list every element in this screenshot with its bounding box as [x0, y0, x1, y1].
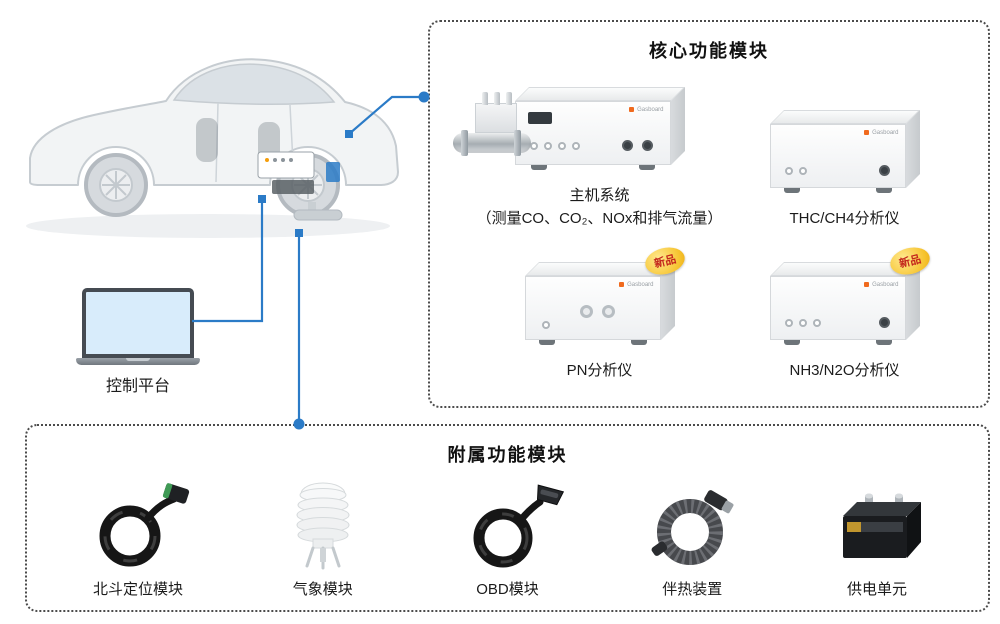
port-dot	[621, 140, 633, 151]
pn-instrument-image: 新品 Gasboard	[524, 243, 688, 348]
aux-item-weather: 气象模块	[248, 478, 398, 599]
core-item-nh3-n2o: 新品 Gasboard NH3/N2O分析仪	[709, 234, 980, 400]
instrument-label: PN分析仪	[566, 361, 633, 379]
port-dot	[557, 142, 566, 150]
aux-item-label: 伴热装置	[662, 581, 723, 598]
instrument-top-face	[769, 109, 920, 124]
port-dot	[579, 304, 593, 318]
instrument-label-block: PN分析仪	[567, 360, 633, 383]
nh3-n2o-instrument-image: 新品 Gasboard	[769, 243, 933, 348]
car-seat-front	[196, 118, 218, 162]
instrument-display	[527, 112, 552, 124]
brand-label: Gasboard	[864, 281, 899, 288]
port-dot	[529, 142, 538, 150]
laptop-screen	[82, 288, 194, 358]
obd-cable-icon	[473, 484, 564, 568]
aux-item-label: 供电单元	[846, 581, 907, 598]
instrument-foot	[875, 339, 892, 345]
instrument-label: THC/CH4分析仪	[789, 209, 900, 227]
port-dot	[878, 316, 890, 328]
instrument-side-face	[905, 109, 920, 188]
instrument-label-block: 主机系统 （测量CO、CO₂、NOx和排气流量）	[477, 185, 723, 230]
aux-item-obd: OBD模块	[433, 478, 583, 599]
port-dot	[812, 318, 821, 327]
port-dot	[798, 166, 807, 175]
port-dot	[641, 140, 653, 151]
vehicle-illustration	[26, 58, 399, 238]
instrument-foot	[538, 339, 555, 345]
instrument-label-block: NH3/N2O分析仪	[789, 360, 899, 383]
instrument-label: NH3/N2O分析仪	[789, 361, 900, 379]
core-modules-title: 核心功能模块	[649, 41, 769, 61]
car-glass	[172, 63, 336, 105]
car-body	[29, 58, 399, 186]
aux-modules-box: 附属功能模块 北斗定位模块	[25, 424, 990, 612]
instrument-front-face: Gasboard	[524, 275, 661, 340]
core-modules-grid: Gasboard	[438, 68, 980, 400]
aux-item-power: 供电单元	[802, 478, 952, 599]
port-dot	[784, 166, 793, 175]
aux-modules-row: 北斗定位模块 气象模块	[63, 478, 952, 599]
instrument-label: 主机系统	[569, 187, 630, 204]
core-item-thc-ch4: Gasboard THC/CH4分析仪	[709, 68, 980, 234]
port-dot	[798, 318, 807, 327]
instrument-front-face: Gasboard	[769, 275, 906, 340]
instrument-front-face: Gasboard	[514, 101, 671, 165]
main-system-instrument-image: Gasboard	[452, 87, 685, 173]
port-dot	[541, 320, 550, 329]
battery-icon	[843, 493, 921, 558]
sampler-tube	[505, 92, 512, 105]
laptop-base	[76, 358, 200, 365]
instrument-top-face	[514, 87, 685, 101]
control-platform-label: 控制平台	[105, 378, 170, 395]
aux-item-label: 北斗定位模块	[92, 581, 183, 598]
instrument-foot	[783, 187, 800, 193]
instrument-foot	[875, 187, 892, 193]
instrument-label-block: THC/CH4分析仪	[789, 208, 899, 231]
brand-label: Gasboard	[864, 129, 899, 136]
aux-modules-title: 附属功能模块	[447, 445, 568, 465]
instrument-front-face: Gasboard	[769, 123, 906, 188]
port-dot	[784, 318, 793, 327]
instrument-foot	[638, 165, 655, 170]
port-dot	[543, 142, 552, 150]
instrument-foot	[530, 165, 547, 170]
instrument-side-face	[670, 87, 685, 165]
instrument-sublabel: （测量CO、CO₂、NOx和排气流量）	[476, 209, 723, 227]
core-modules-box: 核心功能模块 Gasboard	[428, 20, 990, 408]
aux-item-label: OBD模块	[476, 581, 539, 598]
core-item-main-system: Gasboard	[452, 68, 735, 234]
heated-hose-icon	[651, 490, 734, 565]
weather-shield-icon	[296, 482, 350, 570]
sampling-unit	[474, 92, 517, 133]
brand-label: Gasboard	[619, 281, 654, 288]
instrument-foot	[630, 339, 647, 345]
sampler-tube	[493, 92, 500, 105]
connector-car-aux	[293, 229, 305, 430]
exhaust-flow-tube	[452, 130, 531, 156]
aux-item-label: 气象模块	[292, 581, 353, 598]
front-wheel-spokes	[102, 171, 130, 199]
port-dot	[571, 142, 580, 150]
thc-ch4-instrument-image: Gasboard	[769, 109, 920, 196]
port-dot	[601, 304, 615, 318]
aux-item-heating: 伴热装置	[617, 478, 767, 599]
port-dot	[878, 164, 890, 176]
brand-label: Gasboard	[629, 107, 664, 113]
instrument-foot	[783, 339, 800, 345]
gps-cable-icon	[99, 483, 190, 567]
control-platform-laptop	[76, 288, 200, 365]
core-item-pn: 新品 Gasboard PN分析仪	[464, 234, 735, 400]
sampler-tube	[481, 92, 488, 105]
aux-item-beidou: 北斗定位模块	[63, 478, 213, 599]
onboard-equipment	[257, 151, 343, 221]
